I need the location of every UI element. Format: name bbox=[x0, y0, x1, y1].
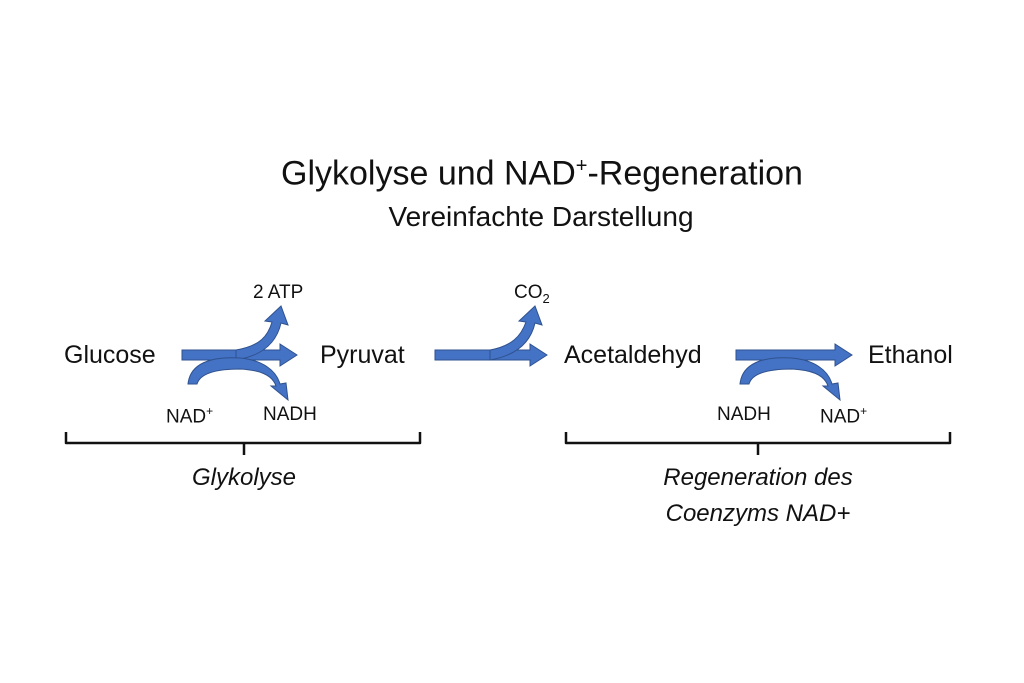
label-2-atp: 2 ATP bbox=[253, 282, 304, 303]
caption-glykolyse: Glykolyse bbox=[191, 464, 297, 491]
label-nadh-left: NADH bbox=[263, 404, 317, 425]
molecule-pyruvat: Pyruvat bbox=[320, 341, 405, 369]
arrow-atp bbox=[235, 305, 289, 361]
arrow-nadh-nad bbox=[739, 357, 841, 402]
bracket-regeneration bbox=[564, 432, 952, 455]
label-nad-plus-right: NAD+ bbox=[820, 404, 868, 428]
diagram-subtitle: Vereinfachte Darstellung bbox=[388, 201, 694, 232]
caption-regeneration-line1: Regeneration des bbox=[663, 464, 853, 491]
diagram-title: Glykolyse und NAD+-Regeneration bbox=[281, 154, 803, 193]
molecule-acetaldehyd: Acetaldehyd bbox=[564, 341, 702, 369]
arrow-acetaldehyd-ethanol bbox=[735, 343, 853, 367]
bracket-glykolyse bbox=[64, 432, 422, 455]
label-nad-plus-left: NAD+ bbox=[166, 404, 214, 428]
molecule-ethanol: Ethanol bbox=[868, 341, 953, 369]
arrow-nad-nadh bbox=[187, 357, 289, 402]
caption-regeneration-line2: Coenzyms NAD+ bbox=[665, 500, 851, 527]
label-nadh-right: NADH bbox=[717, 404, 771, 425]
label-co2: CO2 bbox=[514, 282, 550, 306]
arrow-co2 bbox=[489, 305, 543, 361]
molecule-glucose: Glucose bbox=[64, 341, 156, 369]
